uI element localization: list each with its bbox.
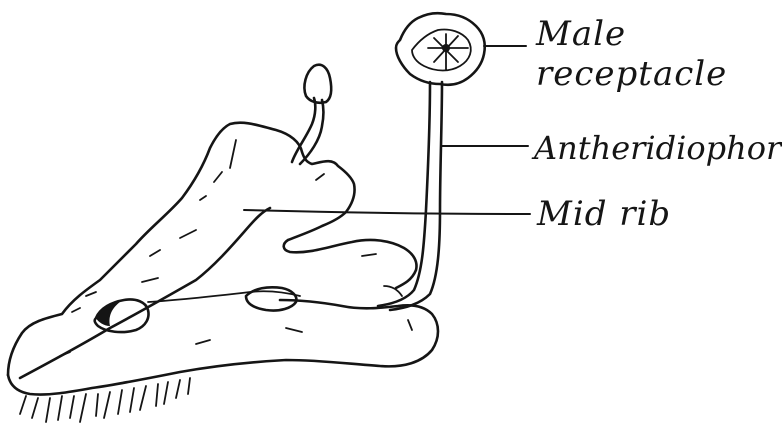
label-male-receptacle-line-2: receptacle: [536, 54, 726, 94]
male-receptacle-lobes: [412, 29, 471, 70]
thallus-outline: [8, 123, 417, 375]
label-antheridiophore: Antheridiophore: [534, 128, 782, 168]
surface-marks: [60, 140, 412, 356]
label-male-receptacle-line-1: Male: [536, 14, 726, 54]
small-stalk-head: [304, 65, 331, 103]
leader-mid-rib: [244, 210, 530, 214]
rhizoids: [20, 378, 190, 422]
label-mid-rib: Mid rib: [537, 194, 671, 234]
antheridiophore-stalk: [378, 82, 442, 310]
lobe-junction: [148, 291, 300, 302]
small-stalk: [292, 98, 324, 164]
lower-lobe-outline: [8, 300, 438, 395]
male-receptacle-center: [442, 44, 450, 52]
